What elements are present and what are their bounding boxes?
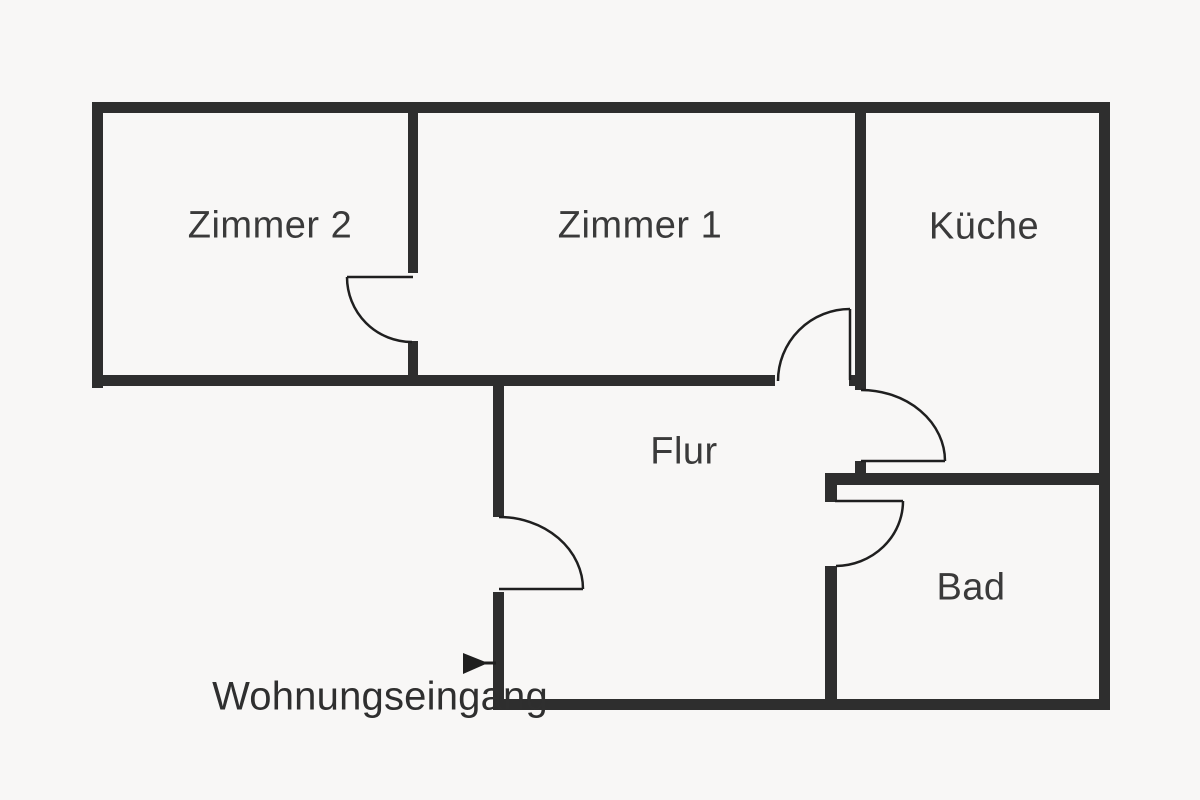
wall-bad-left-upper — [825, 485, 837, 502]
door-kueche-arc — [860, 388, 947, 462]
wall-outer-top — [92, 102, 1110, 113]
room-label-flur: Flur — [650, 430, 718, 473]
room-label-bad: Bad — [936, 566, 1006, 609]
wall-mid-horizontal — [92, 375, 775, 386]
wall-zimmer2-zimmer1-upper — [408, 113, 418, 273]
room-label-zimmer-1: Zimmer 1 — [557, 204, 723, 247]
wall-bad-left-lower — [825, 566, 837, 699]
door-bad-arc — [835, 500, 905, 568]
wall-outer-right — [1099, 102, 1110, 710]
wall-flur-left-upper — [493, 375, 504, 517]
wall-outer-left — [92, 102, 103, 388]
wall-outer-bottom — [497, 699, 1110, 710]
wall-bad-top — [825, 473, 1099, 485]
wall-flur-left-lower — [493, 592, 504, 710]
room-label-zimmer-2: Zimmer 2 — [187, 204, 353, 247]
door-entrance-arc — [498, 515, 585, 590]
wall-kueche-left-stub — [855, 461, 866, 474]
entrance-arrow-icon — [463, 653, 488, 674]
door-zimmer1-arc — [776, 307, 851, 382]
room-label-kueche: Küche — [928, 205, 1040, 248]
wall-kueche-left — [855, 113, 866, 390]
entrance-label: Wohnungseingang — [212, 674, 548, 719]
wall-zimmer2-zimmer1-lower — [408, 341, 418, 376]
door-zimmer2-arc — [345, 276, 413, 344]
